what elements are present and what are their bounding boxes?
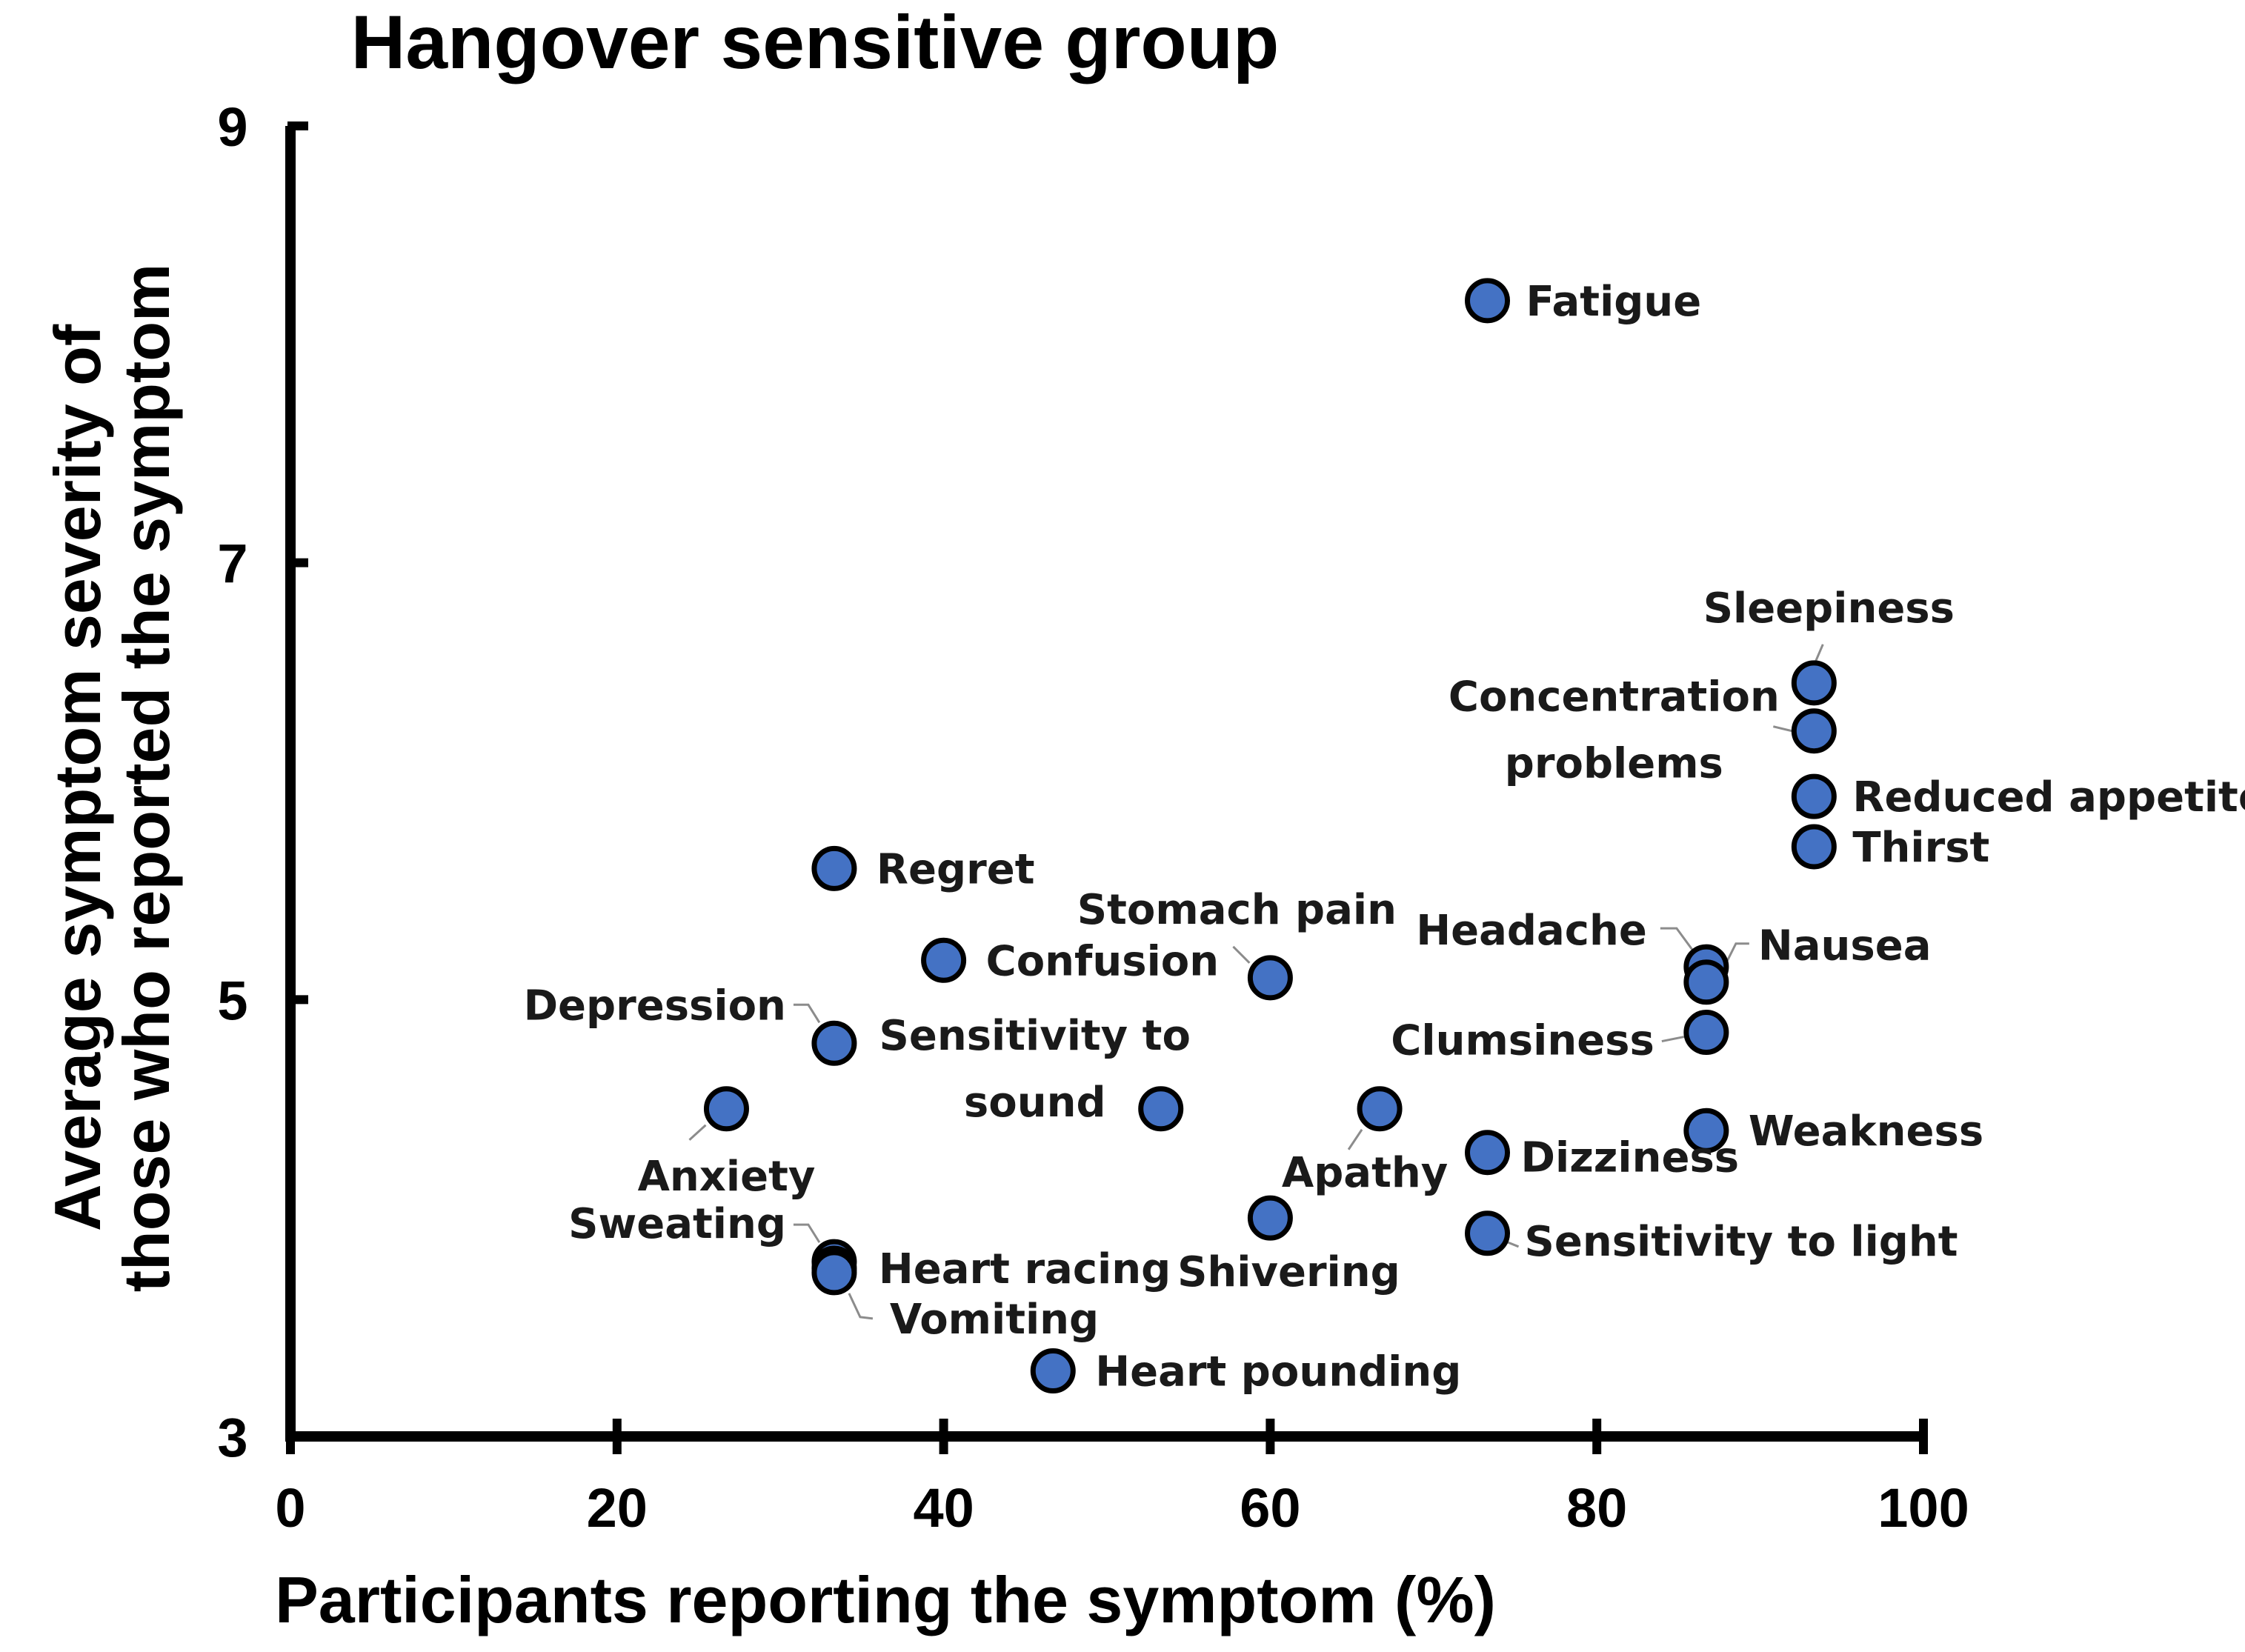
y-axis-title-line-2: those who reported the symptom: [110, 264, 183, 1293]
x-tick-label-60: 60: [1240, 1477, 1300, 1539]
point-shivering: [1247, 1195, 1293, 1241]
x-tick-label-80: 80: [1566, 1477, 1627, 1539]
point-label-heart-racing: Heart racing: [879, 1245, 1171, 1293]
point-label-stomach-pain: Stomach pain: [1077, 886, 1397, 934]
y-tick-label-5: 5: [217, 970, 247, 1031]
point-sensitivity-to-sound: [1138, 1086, 1184, 1132]
x-axis-title: Participants reporting the symptom (%): [275, 1563, 1496, 1636]
x-tick-label-0: 0: [275, 1477, 305, 1539]
x-tick-label-100: 100: [1878, 1477, 1969, 1539]
point-label-concentration-problems-line-2: problems: [1505, 740, 1723, 788]
point-depression: [811, 1020, 857, 1066]
point-label-headache: Headache: [1416, 907, 1647, 955]
point-label-sweating: Sweating: [568, 1200, 786, 1248]
point-reduced-appetite: [1791, 773, 1837, 819]
leader-apathy: [1347, 1128, 1363, 1150]
point-nausea: [1683, 959, 1729, 1005]
leader-depression: [793, 1003, 821, 1024]
point-label-nausea: Nausea: [1758, 922, 1932, 970]
point-label-concentration-problems-line-1: Concentration: [1449, 673, 1780, 722]
leader-nausea: [1724, 942, 1749, 965]
data-points: [703, 278, 1837, 1394]
point-concentration-problems: [1791, 708, 1837, 754]
point-label-sensitivity-to-light: Sensitivity to light: [1525, 1218, 1958, 1266]
point-apathy: [1357, 1086, 1403, 1132]
leader-sweating: [793, 1223, 821, 1243]
x-tick-label-40: 40: [913, 1477, 974, 1539]
point-label-vomiting: Vomiting: [890, 1296, 1099, 1344]
leader-stomach-pain: [1232, 945, 1251, 964]
x-tick-label-20: 20: [587, 1477, 648, 1539]
point-dizziness: [1465, 1130, 1511, 1176]
point-label-sensitivity-to-sound-line-2: sound: [964, 1079, 1106, 1127]
point-heart-pounding: [1030, 1348, 1076, 1394]
point-label-anxiety: Anxiety: [638, 1153, 816, 1201]
point-label-dizziness: Dizziness: [1521, 1134, 1740, 1182]
y-axis-title: Average symptom severity of those who re…: [41, 264, 183, 1293]
point-label-shivering: Shivering: [1177, 1248, 1400, 1296]
point-label-weakness: Weakness: [1749, 1108, 1983, 1156]
point-label-regret: Regret: [877, 845, 1035, 893]
point-vomiting: [811, 1250, 857, 1296]
point-regret: [811, 845, 857, 891]
y-tick-label-7: 7: [217, 533, 247, 595]
point-label-heart-pounding: Heart pounding: [1095, 1348, 1461, 1396]
point-anxiety: [703, 1086, 749, 1132]
point-stomach-pain: [1247, 955, 1293, 1001]
point-sleepiness: [1791, 660, 1837, 706]
point-label-sleepiness: Sleepiness: [1703, 584, 1955, 633]
leader-headache: [1660, 927, 1694, 951]
chart-title: Hangover sensitive group: [351, 0, 1280, 84]
y-axis-ticks: 3 5 7 9: [217, 96, 308, 1468]
point-label-clumsiness: Clumsiness: [1391, 1017, 1654, 1065]
point-label-sensitivity-to-sound-line-1: Sensitivity to: [879, 1012, 1191, 1060]
y-tick-label-9: 9: [217, 96, 247, 158]
point-thirst: [1791, 824, 1837, 870]
point-label-reduced-appetite: Reduced appetite: [1852, 773, 2245, 822]
point-label-thirst: Thirst: [1852, 824, 1989, 872]
point-clumsiness: [1683, 1010, 1729, 1056]
point-label-depression: Depression: [524, 982, 786, 1030]
leader-anxiety: [688, 1124, 707, 1141]
point-label-confusion: Confusion: [986, 937, 1220, 985]
point-label-fatigue: Fatigue: [1526, 278, 1702, 326]
y-axis-title-line-1: Average symptom severity of: [41, 324, 114, 1231]
point-weakness: [1683, 1108, 1729, 1153]
point-fatigue: [1465, 278, 1511, 324]
point-sensitivity-to-light: [1465, 1210, 1511, 1256]
x-axis-ticks: 0 20 40 60 80 100: [275, 1419, 1969, 1539]
point-label-apathy: Apathy: [1282, 1149, 1448, 1197]
leader-vomiting: [848, 1293, 874, 1320]
point-confusion: [921, 937, 967, 983]
leader-clumsiness: [1661, 1036, 1685, 1043]
y-tick-label-3: 3: [217, 1407, 247, 1468]
leader-concentration-problems: [1772, 725, 1792, 733]
leader-lines: [688, 644, 1824, 1320]
